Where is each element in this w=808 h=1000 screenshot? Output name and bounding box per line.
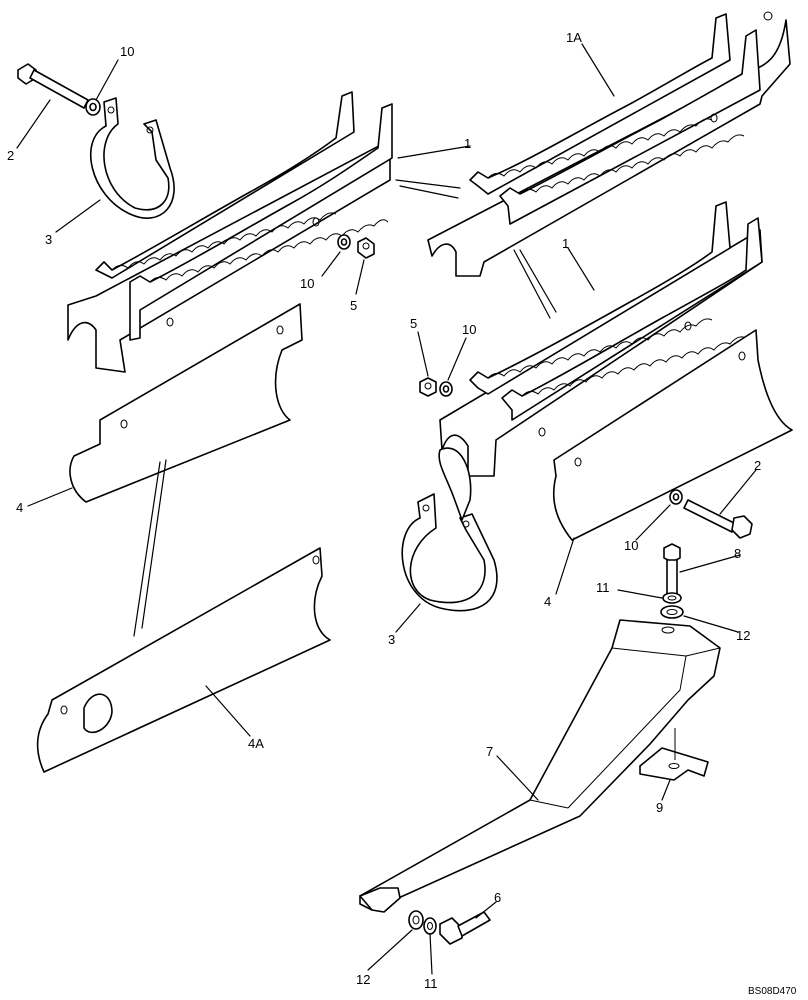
washer-part-10-lower [439,381,453,397]
label-part-4: 4 [16,500,23,515]
label-part-3: 3 [45,232,52,247]
label-part-11: 11 [424,976,438,991]
shield-part-4-right [552,329,793,541]
label-part-10: 10 [300,276,314,291]
clamp-part-3-upper [90,97,175,219]
bolt-part-2-upper [17,63,89,109]
clip-part-9 [639,728,709,781]
label-part-1a: 1A [566,30,582,45]
bolt-part-2-lower [683,499,753,539]
support-bracket-part-7 [359,619,721,913]
label-part-2: 2 [754,458,761,473]
washer-part-10-right [669,489,683,505]
washer-part-12-upper [660,605,684,619]
label-part-3: 3 [388,632,395,647]
clamp-part-3-lower [401,447,498,612]
label-part-10: 10 [624,538,638,553]
label-part-8: 8 [734,546,741,561]
lock-washer-part-11-upper [662,592,682,604]
label-part-4a: 4A [248,736,264,751]
label-part-10: 10 [120,44,134,59]
label-part-9: 9 [656,800,663,815]
nut-part-5-upper [357,237,375,259]
label-part-12: 12 [736,628,750,643]
callout-labels: 10 2 3 1A 1 1 10 5 5 10 4 4A 2 10 8 11 1… [7,30,797,997]
label-part-7: 7 [486,744,493,759]
label-part-6: 6 [494,890,501,905]
serrated-channel-part-1-upper [67,91,393,373]
lock-washer-part-11-lower [423,917,437,935]
drawing-code: BS08D470 [748,986,797,997]
bolt-part-6 [439,911,491,945]
washer-part-12-lower [408,910,424,930]
nut-part-5-middle [419,377,437,397]
label-part-2: 2 [7,148,14,163]
serrated-channel-part-1-lower [439,201,763,477]
washer-part-10-upper [85,98,101,116]
washer-part-10-middle [337,234,351,250]
label-part-1: 1 [562,236,569,251]
serrated-channel-part-1a [427,11,791,277]
label-part-10: 10 [462,322,476,337]
label-part-1: 1 [464,136,471,151]
label-part-5: 5 [350,298,357,313]
label-part-12: 12 [356,972,370,987]
label-part-5: 5 [410,316,417,331]
label-part-4: 4 [544,594,551,609]
shield-part-4-left [69,303,303,503]
leader-lines [16,43,757,975]
bolt-part-8 [663,543,681,597]
shield-part-4a [36,547,331,773]
label-part-11: 11 [596,580,610,595]
